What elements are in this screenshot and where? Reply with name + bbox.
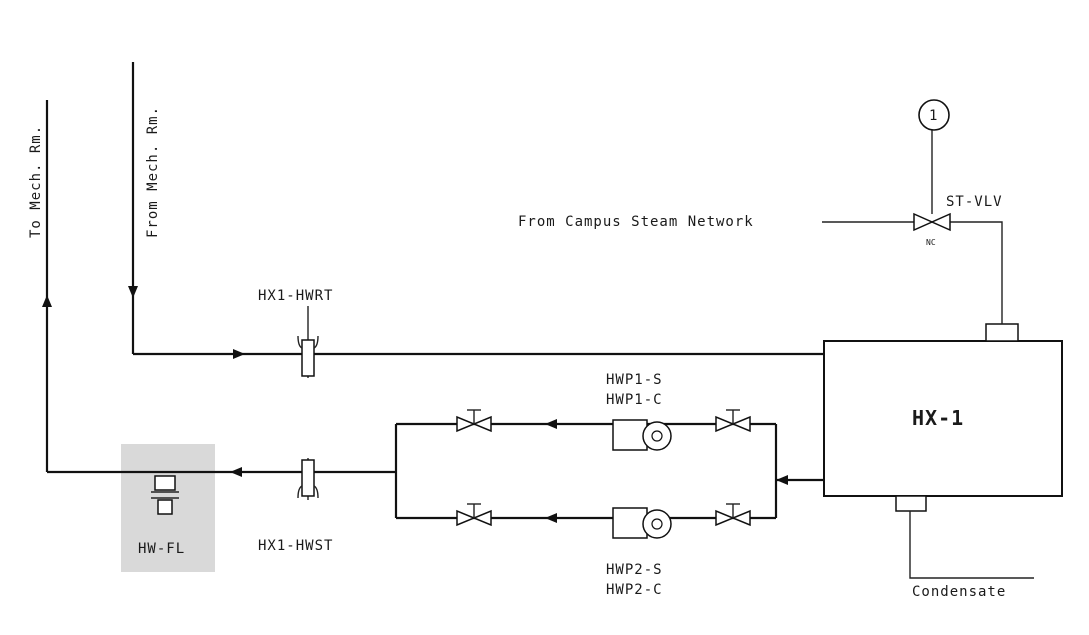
pump1-icon	[612, 419, 672, 451]
steam-supply-pipe	[950, 221, 1003, 324]
hwp2-s-label: HWP2-S	[606, 562, 663, 578]
from-steam-label: From Campus Steam Network	[518, 214, 754, 230]
arrow-up-icon	[42, 295, 52, 307]
hx1-hwst-label: HX1-HWST	[258, 538, 333, 554]
hwp2-c-label: HWP2-C	[606, 582, 663, 598]
nc-label: NC	[926, 238, 936, 247]
arrow-right-icon	[233, 349, 245, 359]
condensate-pipe	[909, 511, 1034, 579]
to-mech-label: To Mech. Rm.	[28, 125, 44, 238]
pump2-icon	[612, 507, 672, 539]
condensate-nozzle	[895, 495, 927, 512]
hx1-hwrt-label: HX1-HWRT	[258, 288, 333, 304]
hw-fl-meter	[151, 475, 179, 515]
hx1-hwst-sensor	[297, 458, 319, 500]
steam-valve-icon	[913, 212, 951, 232]
st-vlv-label: ST-VLV	[946, 194, 1003, 210]
hwp1-s-label: HWP1-S	[606, 372, 663, 388]
condensate-label: Condensate	[912, 584, 1006, 600]
steam-inlet-nozzle	[985, 323, 1019, 342]
from-mech-label: From Mech. Rm.	[145, 106, 161, 238]
tag-bubble	[918, 99, 950, 131]
hw-fl-label: HW-FL	[138, 541, 185, 557]
arrow-down-icon	[128, 286, 138, 298]
valve-icon	[456, 503, 492, 527]
arrow-left-icon	[545, 419, 557, 429]
hx1-hwrt-sensor	[297, 306, 319, 378]
tag-bubble-label: 1	[929, 108, 938, 124]
valve-icon	[456, 409, 492, 433]
arrow-left-icon	[230, 467, 242, 477]
valve-icon	[715, 409, 751, 433]
hwp1-c-label: HWP1-C	[606, 392, 663, 408]
arrow-left-icon	[545, 513, 557, 523]
hx1-label: HX-1	[912, 406, 964, 430]
arrow-left-icon	[776, 475, 788, 485]
hx1-box	[823, 340, 1063, 497]
valve-icon	[715, 503, 751, 527]
